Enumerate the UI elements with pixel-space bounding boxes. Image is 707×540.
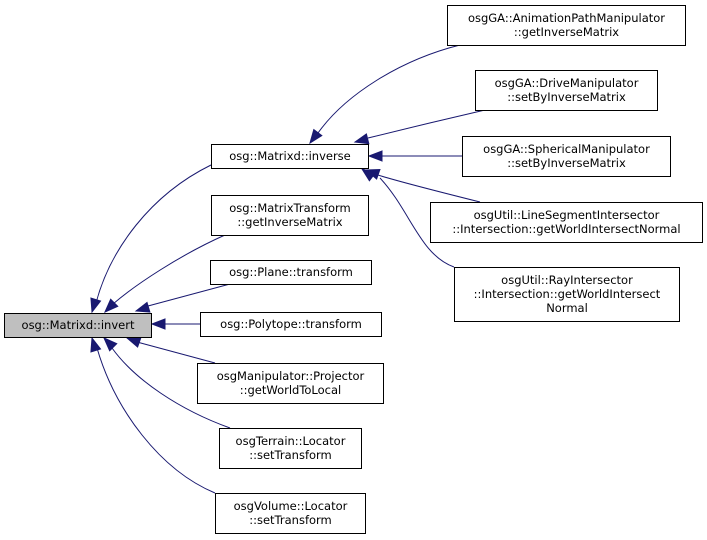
node-label-line: ::setByInverseMatrix: [507, 156, 626, 170]
edge-polytope_transform-to-invert: [150, 318, 200, 330]
node-anim_path[interactable]: osgGA::AnimationPathManipulator::getInve…: [447, 5, 686, 46]
node-volume_locator[interactable]: osgVolume::Locator::setTransform: [215, 493, 366, 534]
node-label-line: osgManipulator::Projector: [217, 369, 365, 383]
arrowhead-icon: [104, 298, 119, 313]
node-box[interactable]: [475, 70, 658, 111]
node-inverse[interactable]: osg::Matrixd::inverse: [211, 144, 369, 169]
node-label-line: osg::Matrixd::inverse: [229, 149, 351, 163]
arrowhead-icon: [367, 150, 383, 162]
node-box[interactable]: [447, 5, 686, 46]
node-label-line: ::setTransform: [249, 448, 332, 462]
node-label-line: osg::Polytope::transform: [220, 317, 362, 331]
node-box[interactable]: [219, 428, 362, 469]
node-label-line: ::setByInverseMatrix: [507, 90, 626, 104]
node-terrain_locator[interactable]: osgTerrain::Locator::setTransform: [219, 428, 362, 469]
node-label-line: osg::Plane::transform: [229, 265, 353, 279]
node-box[interactable]: [210, 260, 372, 285]
node-box[interactable]: [197, 363, 384, 404]
node-label-line: ::getInverseMatrix: [514, 25, 619, 39]
node-label-line: ::Intersection::getWorldIntersectNormal: [452, 222, 680, 236]
arrowhead-icon: [125, 337, 142, 348]
node-label-line: ::setTransform: [249, 513, 332, 527]
edge-mt_getinv-to-invert: [104, 234, 226, 313]
edge-line: [317, 44, 461, 134]
node-label-line: osgGA::DriveManipulator: [495, 76, 639, 90]
edge-line: [136, 341, 216, 364]
arrowhead-icon: [103, 337, 118, 352]
edge-line: [96, 347, 216, 494]
edge-ray-to-inverse: [360, 168, 455, 268]
node-box[interactable]: [462, 136, 671, 177]
node-plane_transform[interactable]: osg::Plane::transform: [210, 260, 372, 285]
edge-volume_locator-to-invert: [90, 336, 216, 494]
node-label-line: osgTerrain::Locator: [236, 434, 346, 448]
node-label-line: osg::Matrixd::invert: [22, 318, 135, 332]
node-box[interactable]: [215, 493, 366, 534]
arrowhead-icon: [150, 318, 166, 330]
edge-inverse-to-invert: [90, 164, 212, 314]
arrowhead-icon: [90, 336, 102, 353]
node-polytope_transform[interactable]: osg::Polytope::transform: [200, 312, 382, 337]
node-projector[interactable]: osgManipulator::Projector::getWorldToLoc…: [197, 363, 384, 404]
node-label-line: ::getWorldToLocal: [240, 383, 342, 397]
node-label-line: ::Intersection::getWorldIntersect: [474, 287, 661, 301]
edge-anim_path-to-inverse: [309, 44, 461, 145]
node-box[interactable]: [200, 312, 382, 337]
node-label-line: osgUtil::RayIntersector: [501, 273, 633, 287]
node-box[interactable]: [454, 267, 680, 322]
node-label-line: Normal: [546, 301, 588, 315]
node-invert[interactable]: osg::Matrixd::invert: [4, 313, 152, 338]
edge-line: [111, 347, 231, 429]
edge-line: [367, 109, 486, 139]
node-label-line: osgUtil::LineSegmentIntersector: [474, 208, 660, 222]
arrowhead-icon: [353, 133, 370, 145]
edge-line: [112, 234, 226, 305]
edge-plane_transform-to-invert: [134, 283, 231, 313]
arrowhead-icon: [309, 128, 323, 145]
node-spherical[interactable]: osgGA::SphericalManipulator::setByInvers…: [462, 136, 671, 177]
node-box[interactable]: [211, 195, 369, 236]
node-box[interactable]: [4, 313, 152, 338]
arrowhead-icon: [134, 301, 151, 313]
arrowhead-icon: [360, 168, 377, 182]
node-label-line: osgVolume::Locator: [234, 499, 348, 513]
edge-line: [377, 174, 481, 203]
nodes-layer: osg::Matrixd::invert osg::Matrixd::invers…: [4, 5, 703, 534]
node-box[interactable]: [211, 144, 369, 169]
node-ray[interactable]: osgUtil::RayIntersector::Intersection::g…: [454, 267, 680, 322]
node-label-line: ::getInverseMatrix: [237, 215, 342, 229]
node-label-line: osgGA::SphericalManipulator: [483, 142, 650, 156]
edge-drive-to-inverse: [353, 109, 486, 145]
node-label-line: osgGA::AnimationPathManipulator: [468, 11, 665, 25]
node-label-line: osg::MatrixTransform: [229, 201, 351, 215]
node-lineseg[interactable]: osgUtil::LineSegmentIntersector::Interse…: [430, 202, 703, 243]
edge-line: [95, 164, 212, 304]
node-mt_getinv[interactable]: osg::MatrixTransform::getInverseMatrix: [211, 195, 369, 236]
edge-projector-to-invert: [125, 337, 216, 364]
node-drive[interactable]: osgGA::DriveManipulator::setByInverseMat…: [475, 70, 658, 111]
node-box[interactable]: [430, 202, 703, 243]
arrowhead-icon: [90, 297, 102, 314]
edges-layer: [90, 44, 486, 494]
edge-line: [379, 177, 455, 268]
edge-terrain_locator-to-invert: [103, 337, 231, 429]
edge-line: [147, 283, 231, 307]
edge-spherical-to-inverse: [367, 150, 462, 162]
